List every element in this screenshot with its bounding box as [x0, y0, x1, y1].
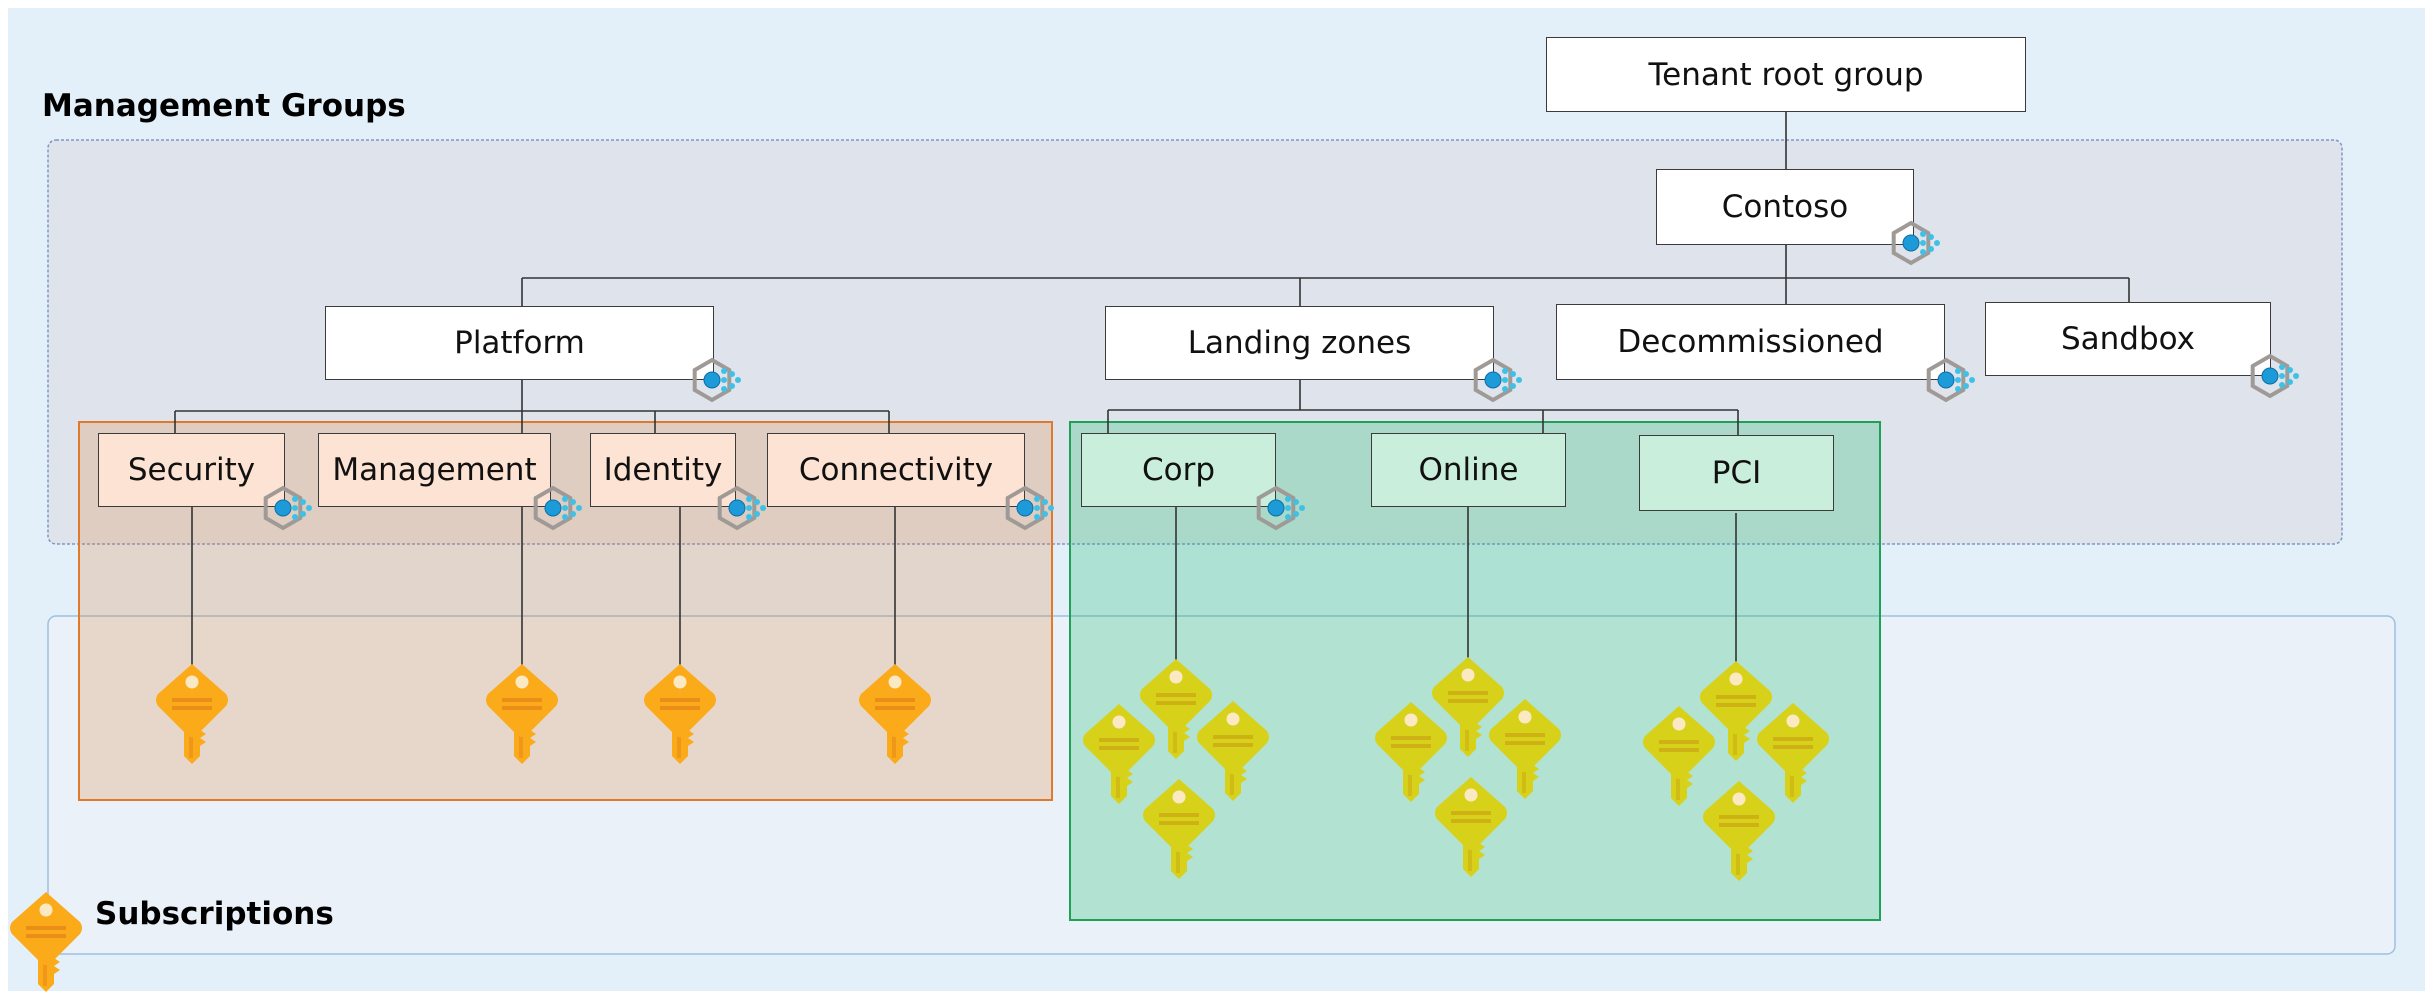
connector-lines	[174, 111, 2130, 665]
node-management[interactable]: Management	[318, 433, 551, 507]
management-groups-title: Management Groups	[42, 88, 406, 124]
subscriptions-region	[47, 615, 2396, 955]
node-contoso[interactable]: Contoso	[1656, 169, 1914, 245]
node-decommissioned[interactable]: Decommissioned	[1556, 304, 1945, 380]
node-platform[interactable]: Platform	[325, 306, 714, 380]
node-tenant-root-group[interactable]: Tenant root group	[1546, 37, 2026, 112]
node-pci[interactable]: PCI	[1639, 435, 1834, 511]
subscriptions-title: Subscriptions	[95, 896, 334, 932]
node-corp[interactable]: Corp	[1081, 433, 1276, 507]
node-security[interactable]: Security	[98, 433, 285, 507]
node-connectivity[interactable]: Connectivity	[767, 433, 1025, 507]
node-identity[interactable]: Identity	[590, 433, 736, 507]
node-online[interactable]: Online	[1371, 433, 1566, 507]
node-landing-zones[interactable]: Landing zones	[1105, 306, 1494, 380]
node-sandbox[interactable]: Sandbox	[1985, 302, 2271, 376]
